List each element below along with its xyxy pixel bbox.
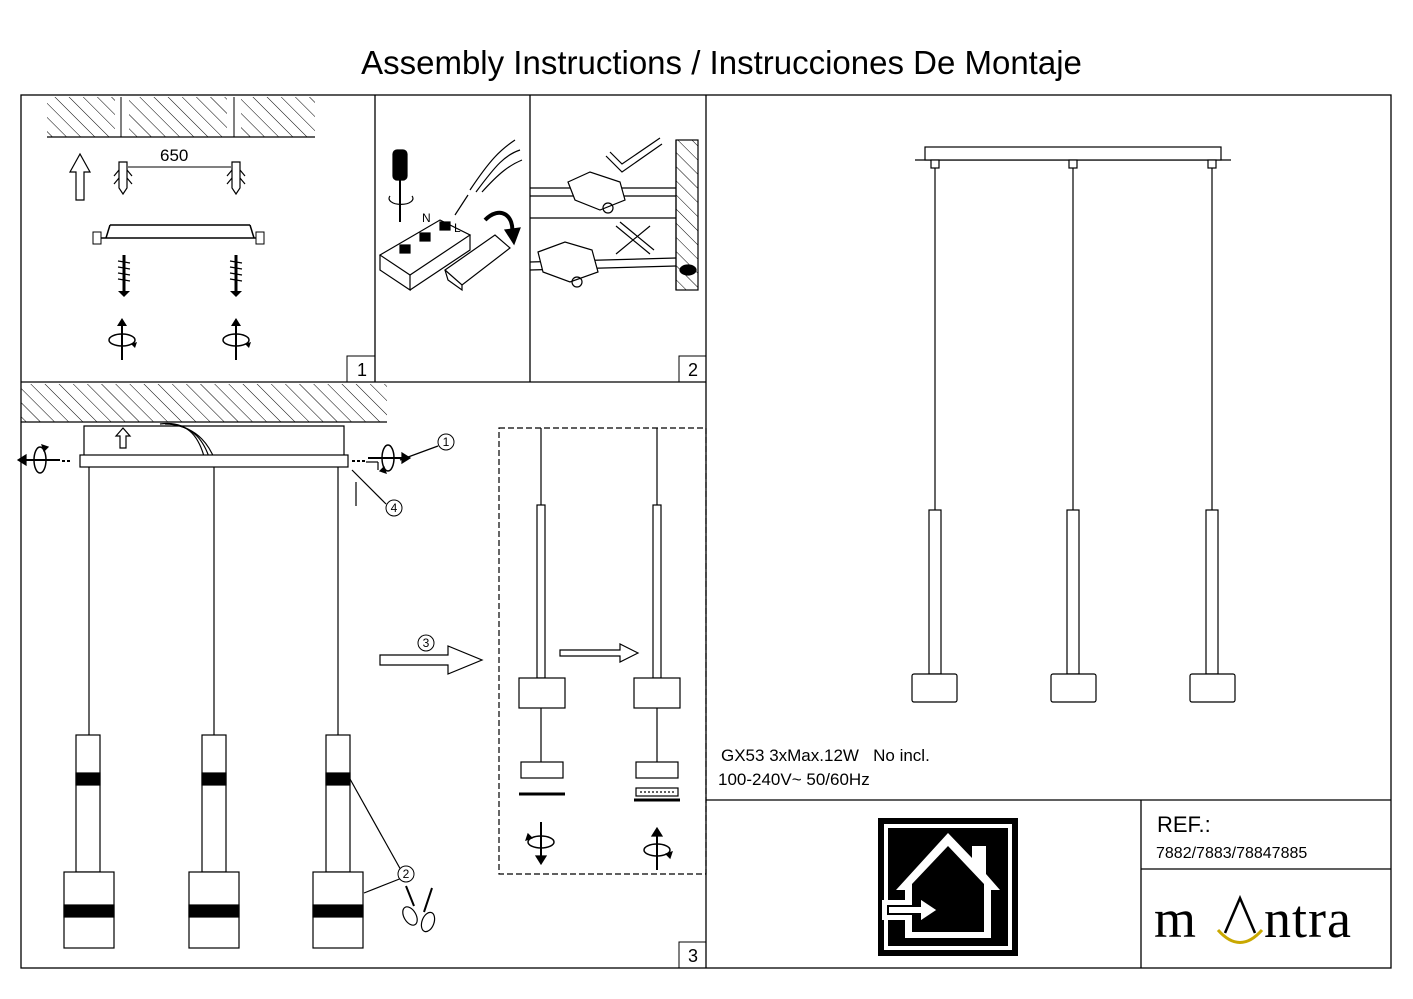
ref-codes: 7882/7883/78847885	[1156, 845, 1308, 862]
brand-suffix: ntra	[1264, 889, 1352, 949]
callout-2: 2	[403, 867, 410, 881]
callout-markers: 1 4 2 3	[385, 433, 455, 883]
indoor-use-house-icon	[878, 818, 1018, 956]
panel-1-drawing	[47, 97, 315, 361]
panel-3-number: 3	[688, 946, 699, 966]
panel-3-drawing	[17, 384, 707, 949]
page-title-wrap: Assembly Instructions / Instrucciones De…	[0, 44, 1413, 82]
scissors-icon-shape	[402, 885, 436, 933]
callout-1: 1	[443, 435, 450, 449]
callout-3: 3	[423, 636, 430, 650]
panel-1-number: 1	[357, 360, 368, 380]
panel-2-wall-drawing	[529, 137, 699, 291]
wire-label-n: N	[422, 211, 431, 225]
product-drawing	[911, 146, 1236, 703]
bracket-dimension: 650	[160, 146, 189, 165]
callout-4: 4	[391, 501, 398, 515]
brand-logo-mark	[1216, 894, 1264, 944]
panel-2-number: 2	[688, 360, 699, 380]
ref-label: REF.:	[1157, 812, 1211, 837]
panel-2-wiring-drawing	[378, 139, 523, 292]
wire-label-l: L	[454, 221, 461, 235]
brand-prefix: m	[1154, 889, 1198, 949]
spec-line-voltage: 100-240V~ 50/60Hz	[718, 770, 870, 789]
page-title: Assembly Instructions / Instrucciones De…	[361, 44, 1082, 81]
spec-line-bulb: GX53 3xMax.12W No incl.	[721, 746, 930, 765]
